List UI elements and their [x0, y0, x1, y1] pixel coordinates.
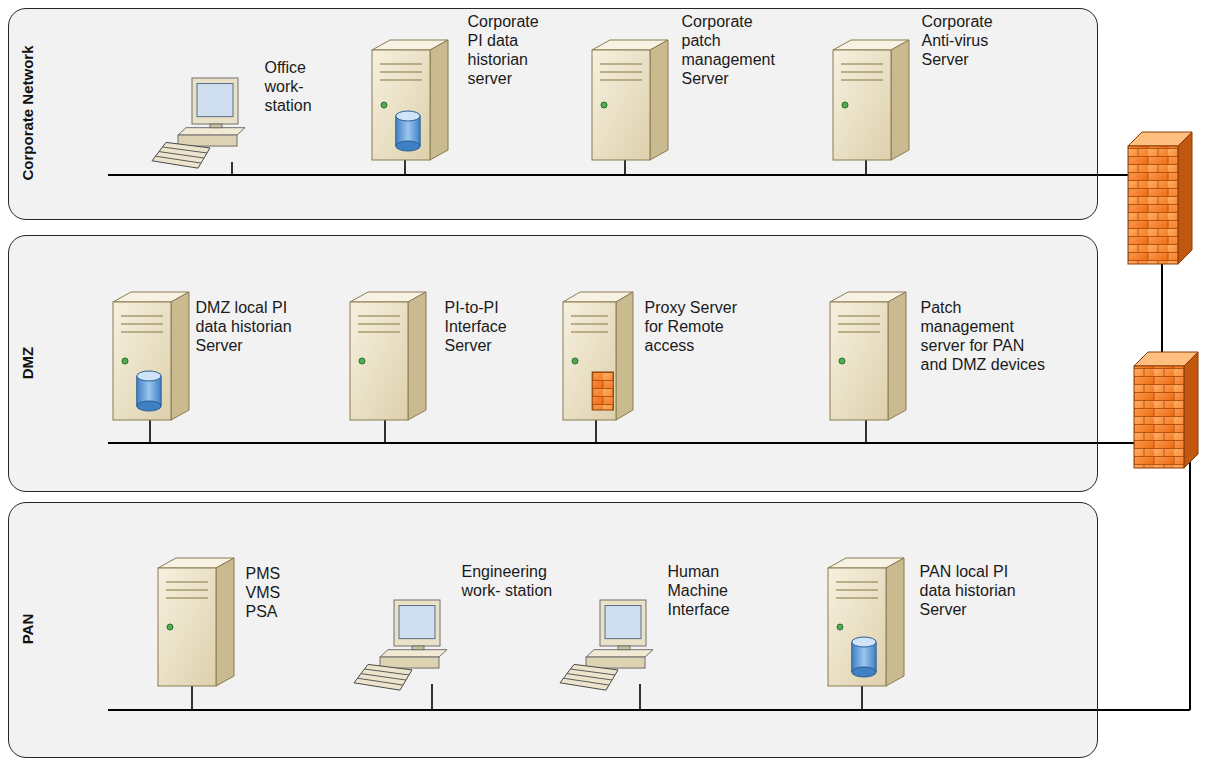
network-zone: Corporate Network Office work- station Cor… [8, 8, 1098, 220]
network-zone: PAN PMS VMS PSA Engineering work- station H… [8, 502, 1098, 758]
device-label: Corporate PI data historian server [468, 12, 552, 89]
server-node: PMS VMS PSA [158, 558, 298, 686]
network-drop [231, 162, 233, 175]
server-icon [158, 558, 234, 686]
workstation-node: Human Machine Interface [558, 562, 750, 692]
workstation-node: Office work- station [150, 58, 335, 170]
device-label: Corporate Anti-virus Server [922, 12, 1010, 70]
workstation-icon [150, 78, 250, 170]
network-bus [108, 174, 1134, 176]
zone-title: DMZ [19, 346, 36, 379]
firewall-link [1189, 462, 1191, 710]
server-icon [113, 292, 189, 420]
server-node: Patch management server for PAN and DMZ … [830, 292, 1055, 420]
zone-ground [8, 8, 1098, 220]
zone-title: PAN [19, 614, 36, 645]
workstation-icon [352, 600, 452, 692]
network-drop [639, 684, 641, 710]
workstation-icon [558, 600, 658, 692]
network-drop [431, 684, 433, 710]
network-bus [108, 442, 1138, 444]
server-icon [372, 40, 448, 160]
device-label: PMS VMS PSA [246, 564, 298, 622]
server-node: Proxy Server for Remote access [563, 292, 757, 420]
device-label: DMZ local PI data historian Server [196, 298, 310, 356]
server-icon [350, 292, 426, 420]
zone-ground [8, 235, 1098, 492]
device-label: Human Machine Interface [668, 562, 750, 620]
server-node: Corporate PI data historian server [372, 12, 552, 160]
server-icon [563, 292, 633, 420]
zone-title: Corporate Network [19, 45, 36, 180]
server-icon [830, 292, 906, 420]
network-bus [108, 709, 1190, 711]
device-label: Corporate patch management Server [682, 12, 782, 89]
zone-ground [8, 502, 1098, 758]
server-node: PAN local PI data historian Server [828, 558, 1034, 686]
network-zone: DMZ DMZ local PI data historian Server PI-… [8, 235, 1098, 492]
server-icon [828, 558, 904, 686]
device-label: Proxy Server for Remote access [645, 298, 757, 356]
server-node: PI-to-PI Interface Server [350, 292, 525, 420]
device-label: PAN local PI data historian Server [920, 562, 1034, 620]
workstation-node: Engineering work- station [352, 562, 556, 692]
firewall-link [1161, 262, 1163, 360]
firewall-icon [1134, 352, 1198, 468]
device-label: PI-to-PI Interface Server [445, 298, 525, 356]
device-label: Office work- station [265, 58, 335, 116]
server-node: DMZ local PI data historian Server [113, 292, 310, 420]
device-label: Patch management server for PAN and DMZ … [921, 298, 1055, 375]
server-node: Corporate patch management Server [592, 12, 782, 160]
server-icon [592, 40, 668, 160]
device-label: Engineering work- station [462, 562, 556, 600]
server-icon [833, 40, 909, 160]
server-node: Corporate Anti-virus Server [833, 12, 1010, 160]
firewall-icon [1128, 132, 1192, 264]
